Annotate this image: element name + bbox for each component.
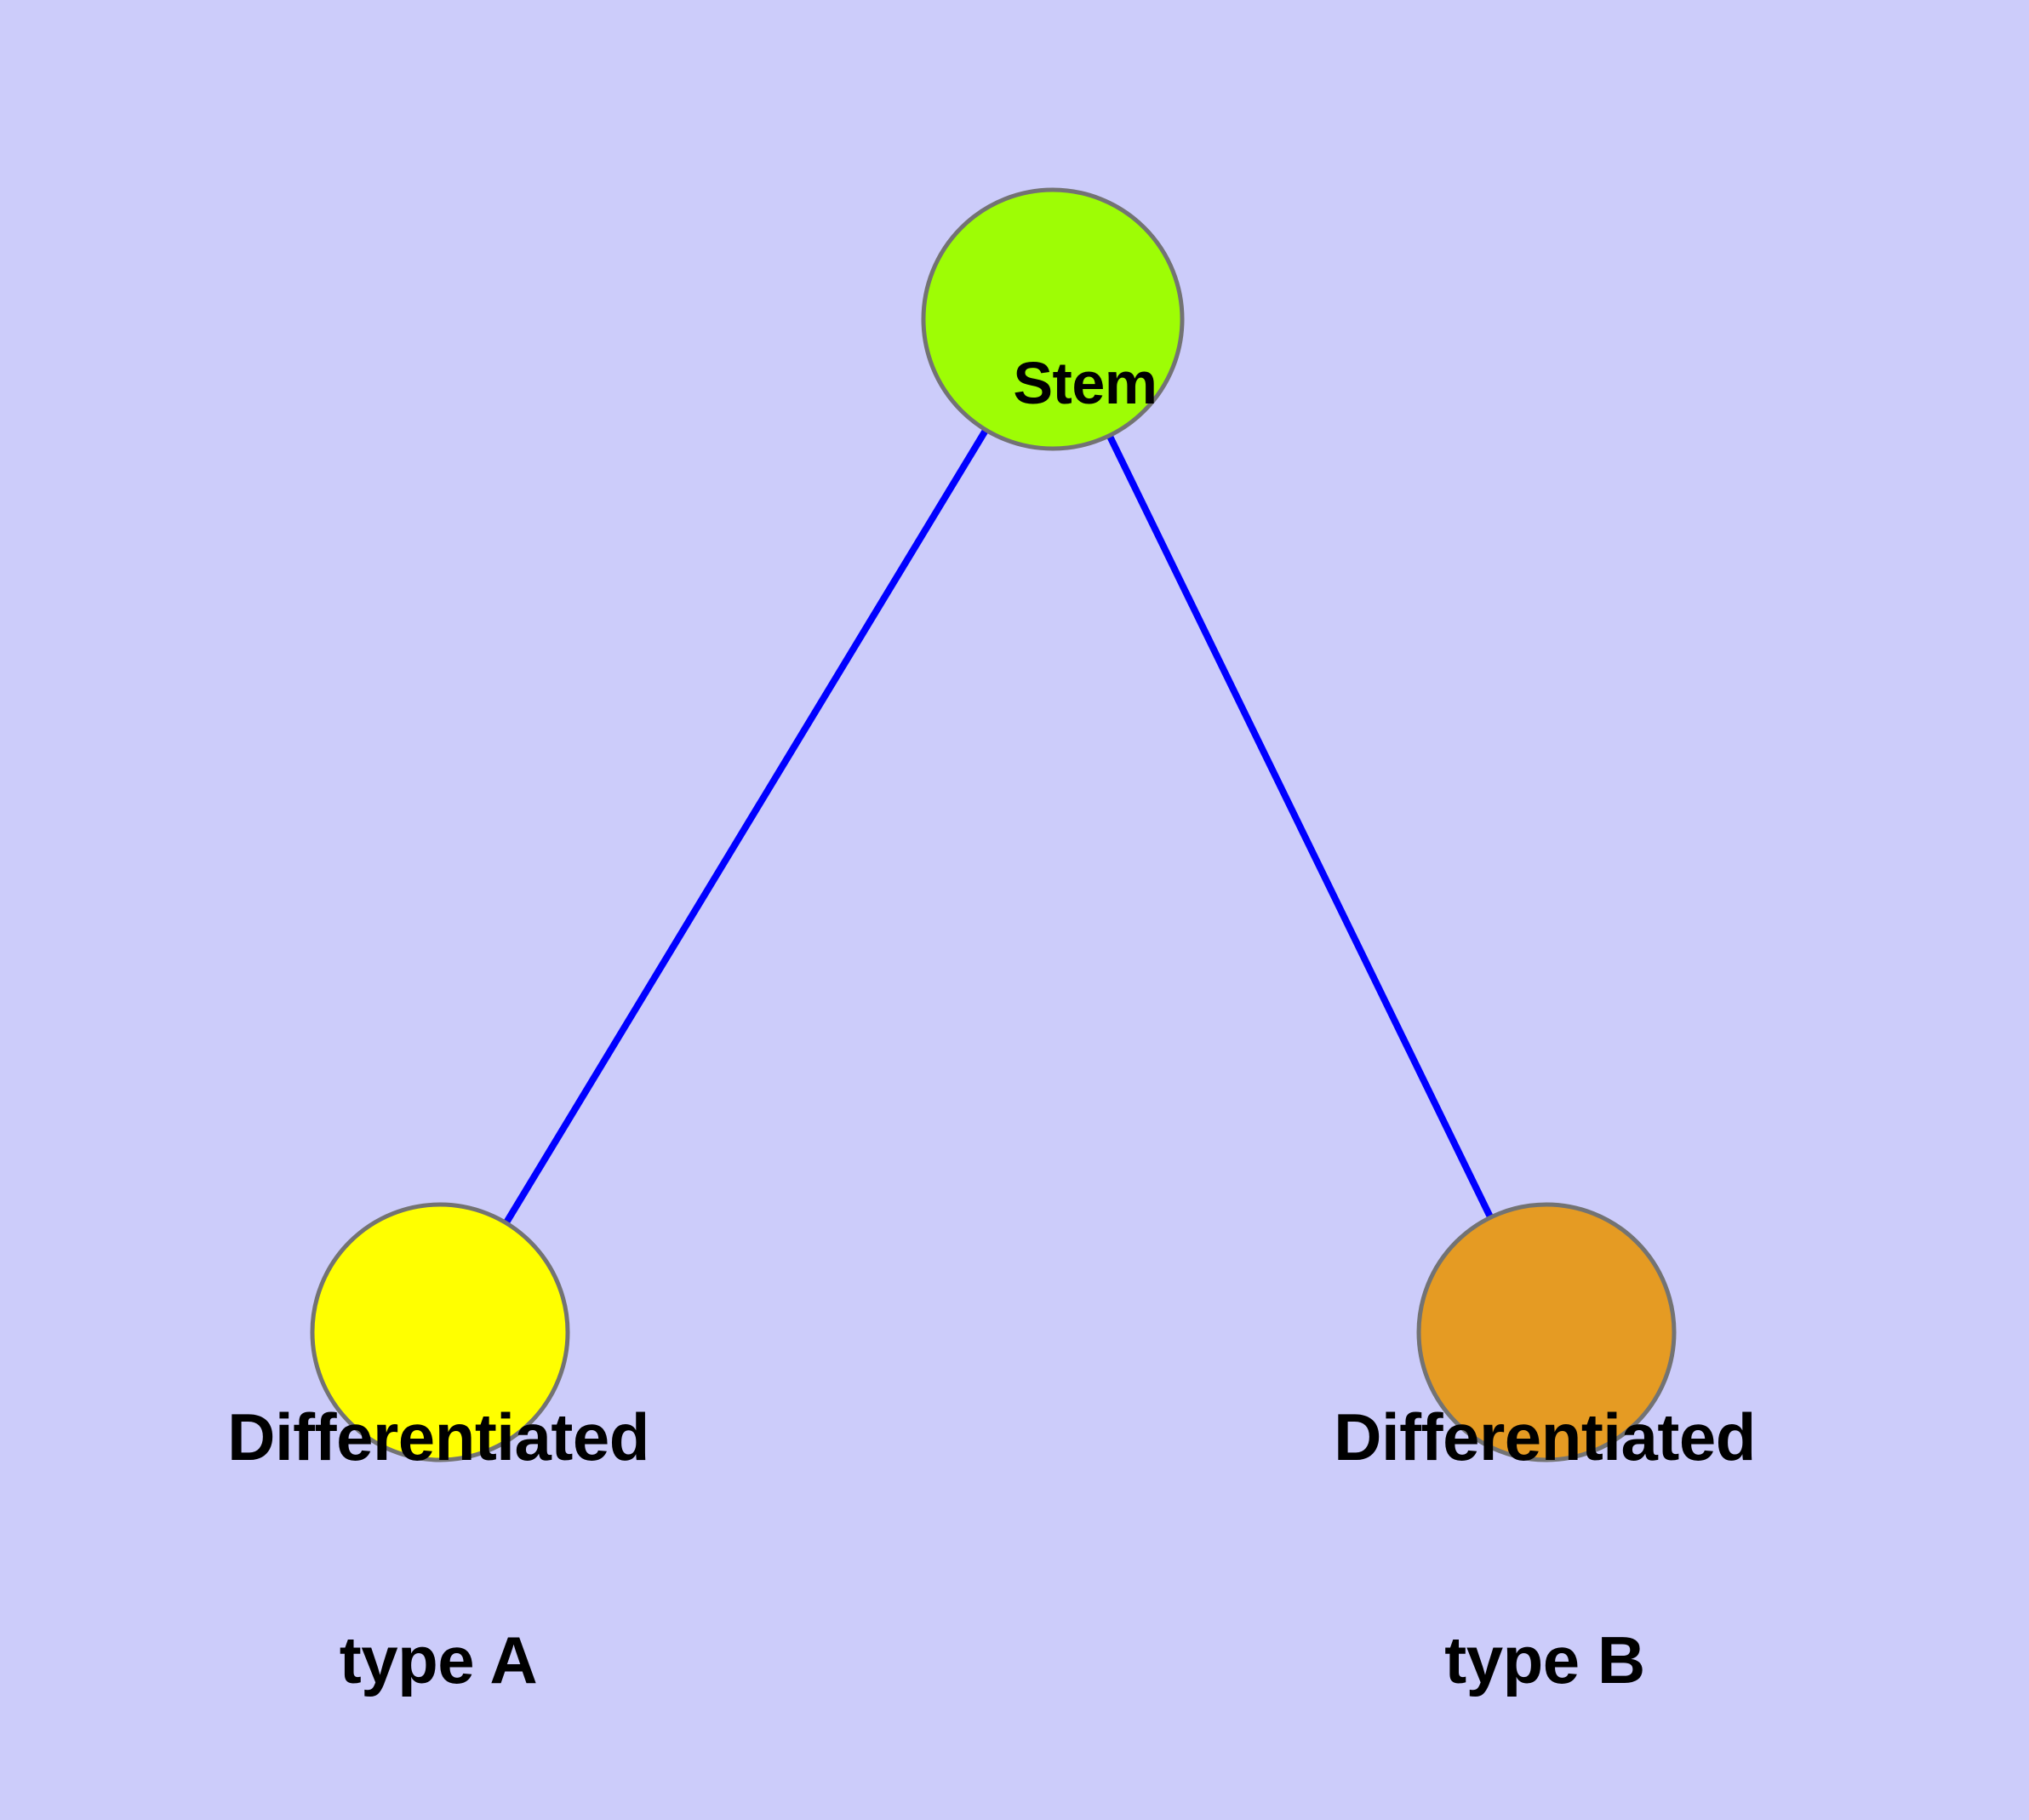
edge-stem-to-diff-b[interactable] — [1049, 318, 1550, 1334]
node-differentiated-type-b[interactable] — [1416, 1202, 1677, 1462]
node-layer — [310, 187, 1677, 1462]
node-differentiated-type-a[interactable] — [310, 1202, 570, 1462]
edge-layer — [437, 317, 1550, 1335]
node-stem[interactable] — [921, 187, 1185, 451]
edge-stem-to-diff-a[interactable] — [437, 317, 1056, 1335]
